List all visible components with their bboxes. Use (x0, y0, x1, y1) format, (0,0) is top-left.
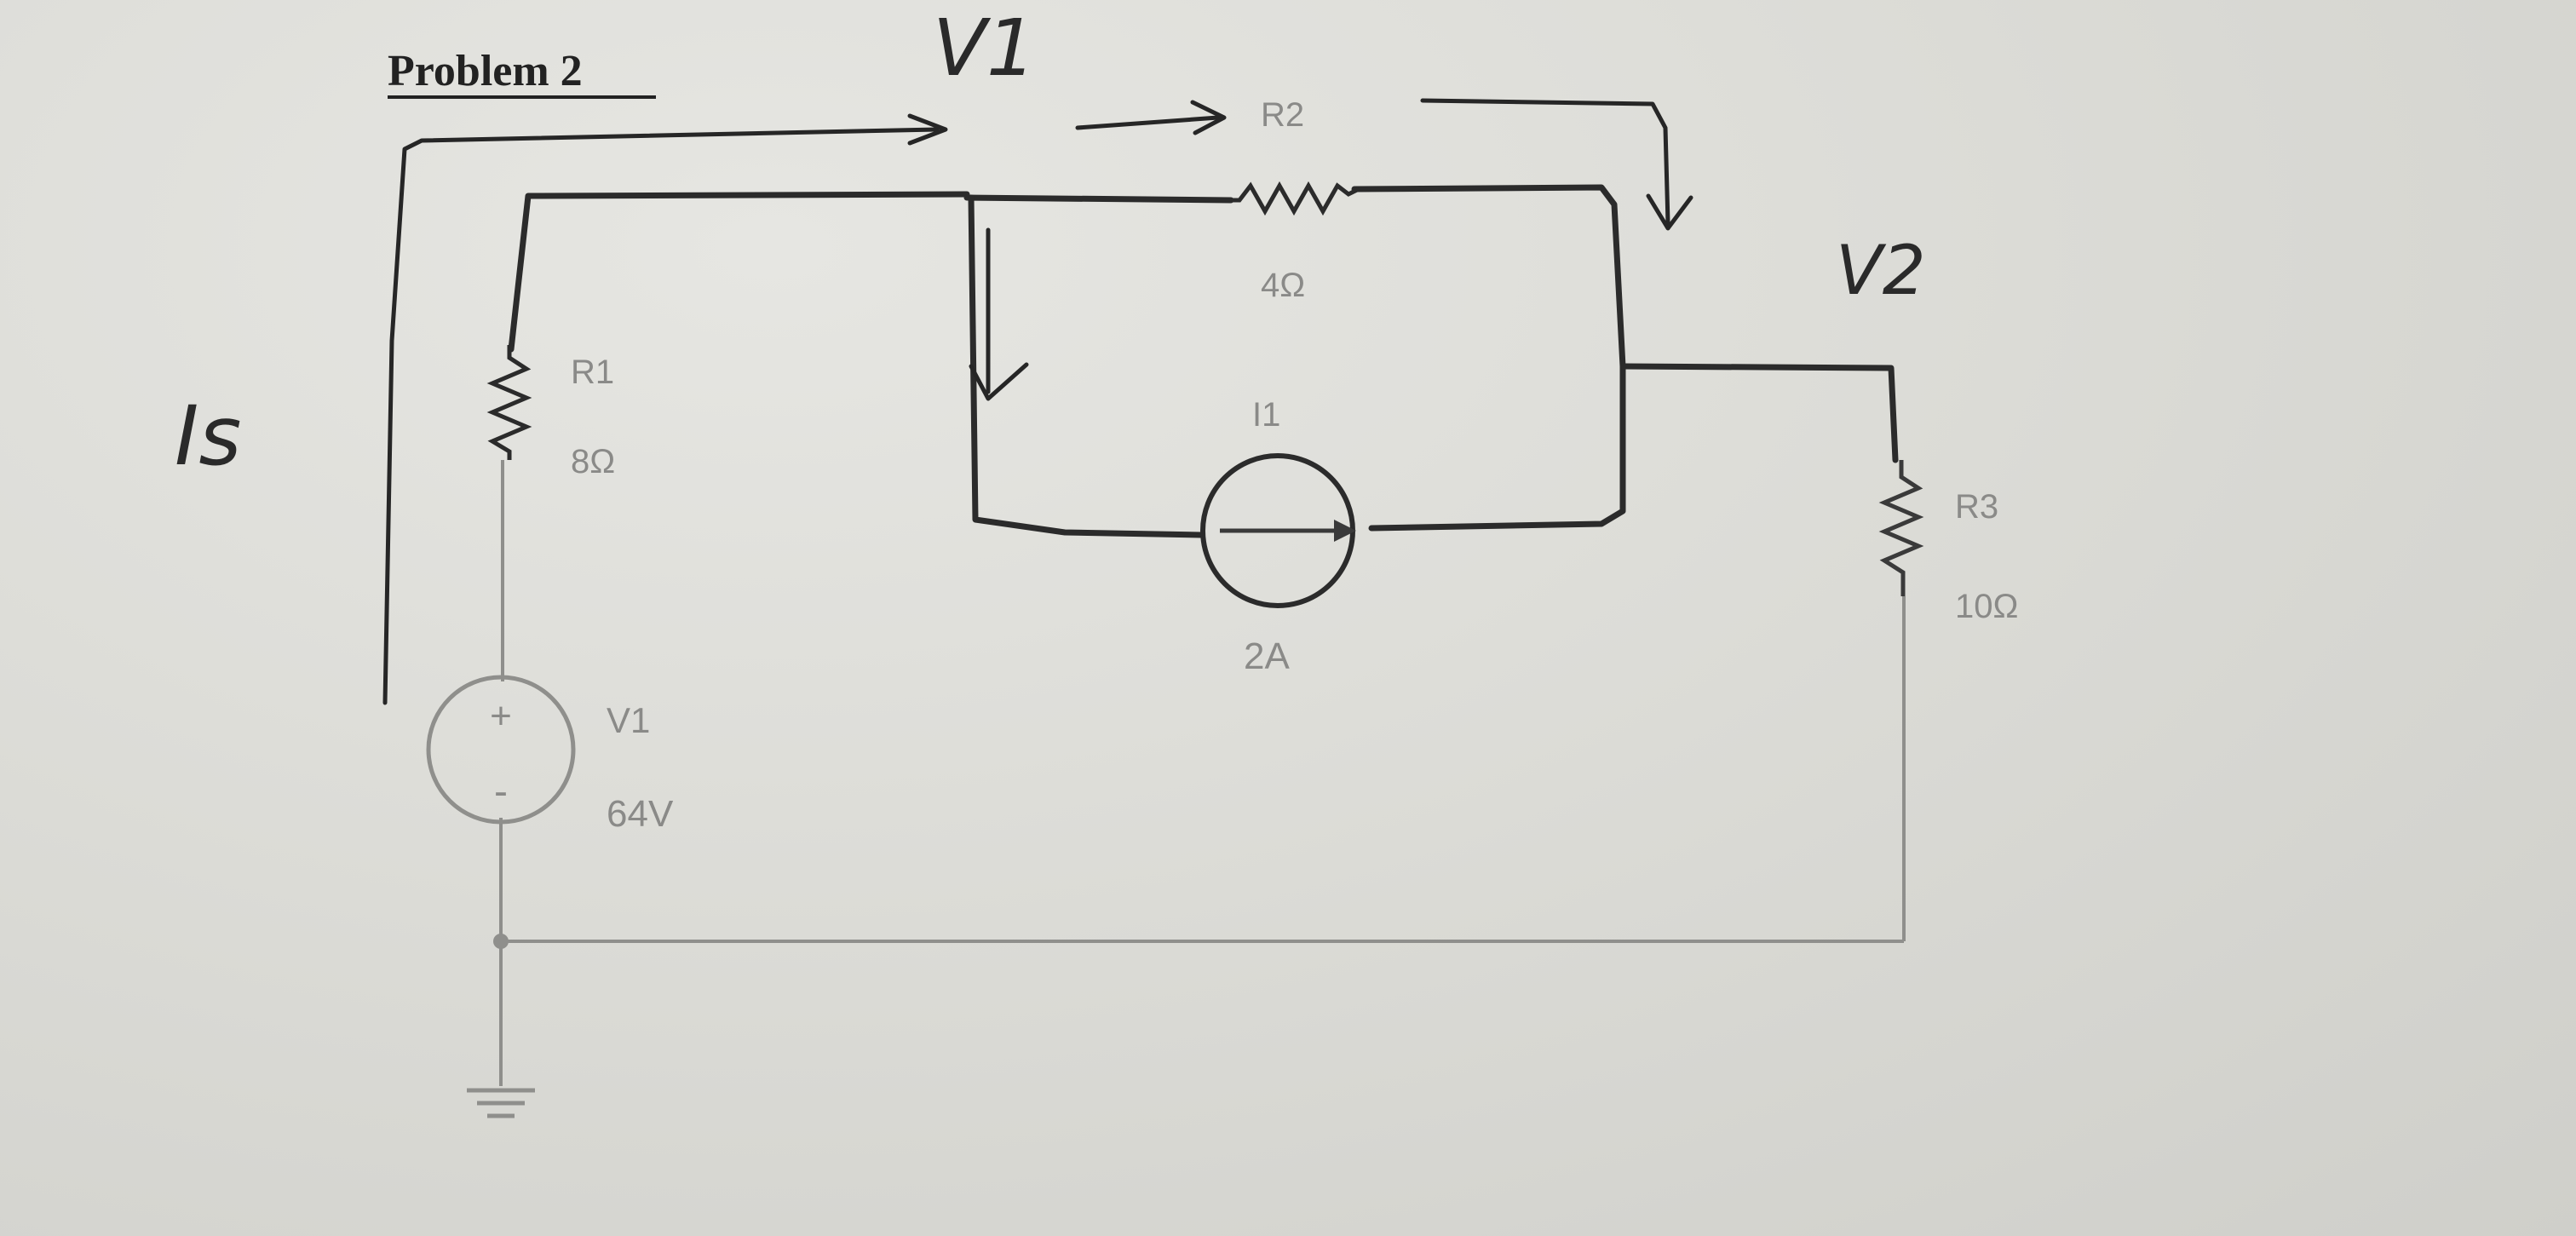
r3-name: R3 (1955, 488, 1998, 526)
current-source-icon (1200, 453, 1356, 608)
node-v2-label: V2 (1836, 231, 1926, 310)
i1-name: I1 (1252, 396, 1280, 434)
is-arrow-icon (382, 113, 948, 705)
inked-wires (508, 184, 1899, 538)
r1-resistor-icon (486, 345, 532, 460)
printed-wires (499, 460, 1906, 1086)
v1-minus-sign: - (494, 769, 508, 814)
r2-resistor-icon (1227, 181, 1360, 216)
r2-current-arrow-icon (1075, 100, 1227, 135)
r1-value: 8Ω (571, 443, 615, 480)
r2-value: 4Ω (1261, 267, 1305, 304)
branch-down-arrow-icon (969, 227, 1029, 401)
r1-name: R1 (571, 354, 614, 391)
v1-value: 64V (607, 793, 674, 835)
i1-value: 2A (1244, 635, 1290, 677)
voltage-source-icon (426, 675, 576, 825)
node-v1-label: V1 (933, 3, 1036, 94)
r3-resistor-icon (1878, 460, 1924, 596)
v2-path-arrow-icon (1420, 98, 1693, 231)
problem-title: Problem 2 (388, 47, 583, 95)
ground-icon (467, 1088, 535, 1118)
r2-name: R2 (1261, 96, 1304, 134)
v1-plus-sign: + (490, 695, 512, 737)
r3-value: 10Ω (1955, 588, 2018, 625)
ground-node-dot (493, 934, 509, 949)
is-current-label: Is (175, 388, 241, 484)
v1-name: V1 (607, 700, 650, 740)
